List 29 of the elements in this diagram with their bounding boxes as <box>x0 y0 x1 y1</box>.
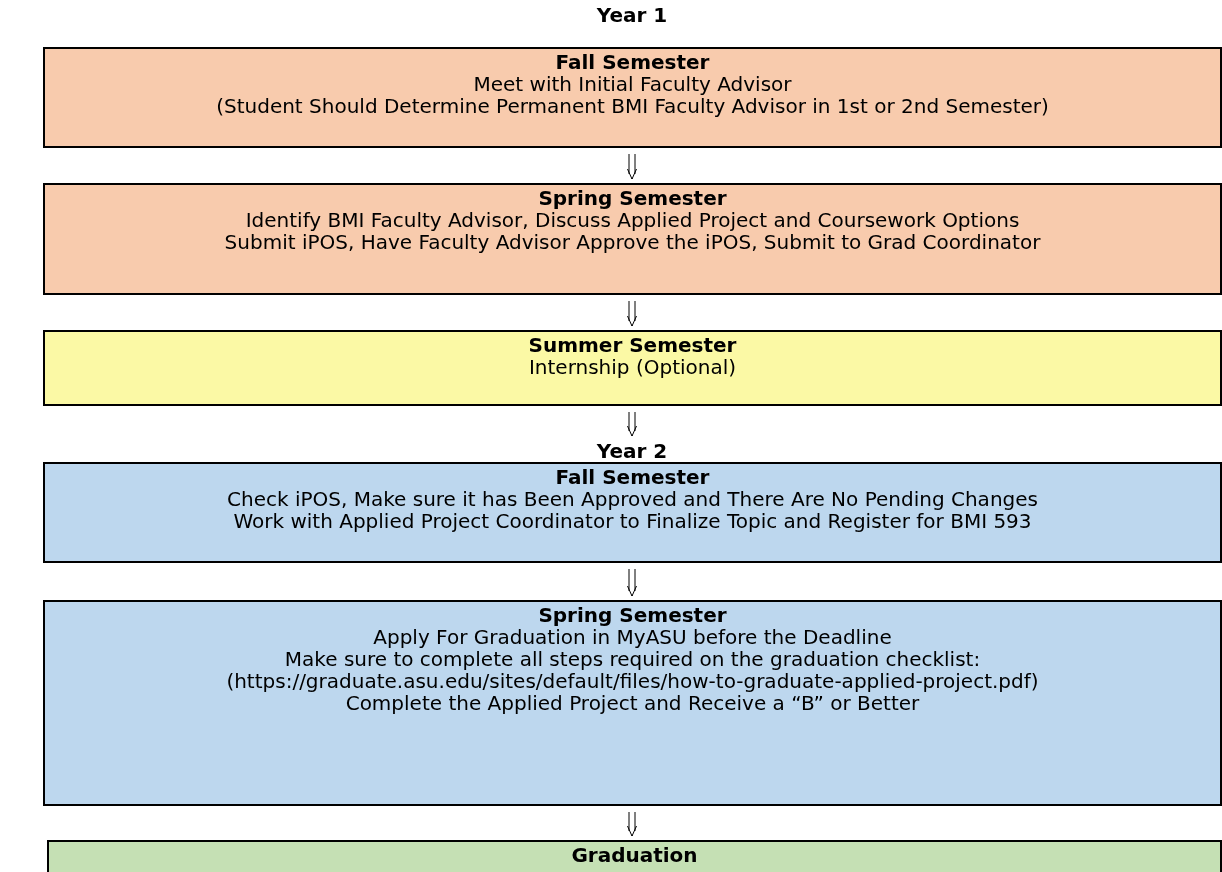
box-text: Internship (Optional) <box>528 356 737 378</box>
box-heading: Spring Semester <box>538 604 727 626</box>
double-arrow <box>627 568 637 597</box>
semester-box <box>43 462 1222 563</box>
box-heading: Graduation <box>571 844 698 866</box>
box-heading: Summer Semester <box>528 334 737 356</box>
box-heading: Fall Semester <box>555 51 710 73</box>
double-arrow <box>627 300 637 327</box>
box-text: Identify BMI Faculty Advisor, Discuss Applied Project and Coursework Options <box>245 209 1020 231</box>
year-heading: Year 2 <box>580 440 684 462</box>
box-heading: Spring Semester <box>538 187 727 209</box>
box-text: (https://graduate.asu.edu/sites/default/files/how-to-graduate-applied-project.pdf) <box>226 670 1039 692</box>
box-text: Apply For Graduation in MyASU before the Deadline <box>373 626 892 648</box>
box-text: (Student Should Determine Permanent BMI Faculty Advisor in 1st or 2nd Semester) <box>216 95 1049 117</box>
box-text: Make sure to complete all steps required on the graduation checklist: <box>284 648 981 670</box>
box-text: Submit iPOS, Have Faculty Advisor Approve the iPOS, Submit to Grad Coordinator <box>224 231 1041 253</box>
box-text: Check iPOS, Make sure it has Been Approved and There Are No Pending Changes <box>227 488 1038 510</box>
year-heading: Year 1 <box>595 3 669 27</box>
semester-box <box>43 600 1222 806</box>
box-text: Work with Applied Project Coordinator to Finalize Topic and Register for BMI 593 <box>233 510 1032 532</box>
semester-box <box>43 47 1222 148</box>
box-heading: Fall Semester <box>555 466 710 488</box>
box-text: Meet with Initial Faculty Advisor <box>473 73 792 95</box>
double-arrow <box>627 811 637 837</box>
semester-box <box>43 330 1222 406</box>
double-arrow <box>627 153 637 180</box>
semester-box <box>43 183 1222 295</box>
box-text: Complete the Applied Project and Receive a “B” or Better <box>345 692 920 714</box>
double-arrow <box>627 411 637 437</box>
